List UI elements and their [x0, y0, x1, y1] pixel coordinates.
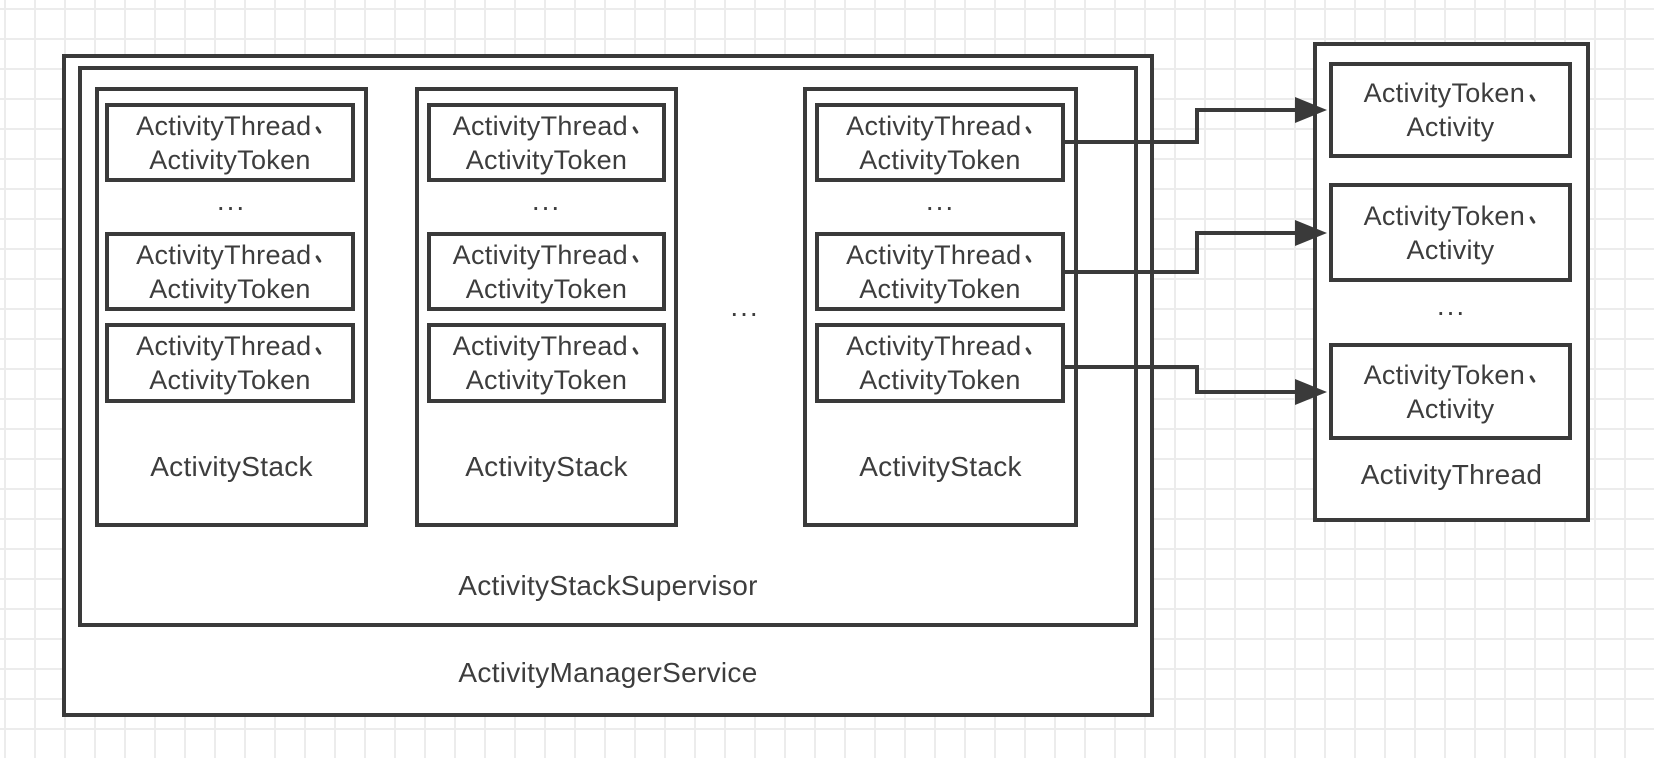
- ideographic-comma: [313, 347, 324, 355]
- activity-stack-label-3: ActivityStack: [859, 451, 1022, 482]
- activity-thread-ellipsis: ...: [1436, 290, 1467, 321]
- ideographic-comma: [1526, 216, 1537, 224]
- ideographic-comma: [1023, 347, 1034, 355]
- activity-stack-2-ellipsis: ...: [531, 185, 562, 216]
- ideographic-comma: [313, 126, 324, 134]
- ideographic-comma: [629, 347, 640, 355]
- activity-stack-label-2: ActivityStack: [465, 451, 628, 482]
- activity-stack-1-ellipsis: ...: [216, 185, 247, 216]
- ideographic-comma: [1023, 126, 1034, 134]
- between-stacks-ellipsis: ...: [730, 291, 760, 322]
- ideographic-comma: [1023, 255, 1034, 263]
- ideographic-comma: [1526, 375, 1537, 383]
- activity-stack-supervisor-label: ActivityStackSupervisor: [458, 570, 758, 601]
- activity-stack-label-1: ActivityStack: [150, 451, 313, 482]
- activity-stack-3-ellipsis: ...: [925, 185, 956, 216]
- ideographic-comma: [1526, 94, 1537, 102]
- ideographic-comma: [629, 255, 640, 263]
- activity-thread-label: ActivityThread: [1360, 459, 1543, 490]
- activity-manager-service-label: ActivityManagerService: [458, 657, 758, 688]
- ideographic-comma: [629, 126, 640, 134]
- ideographic-comma: [313, 255, 324, 263]
